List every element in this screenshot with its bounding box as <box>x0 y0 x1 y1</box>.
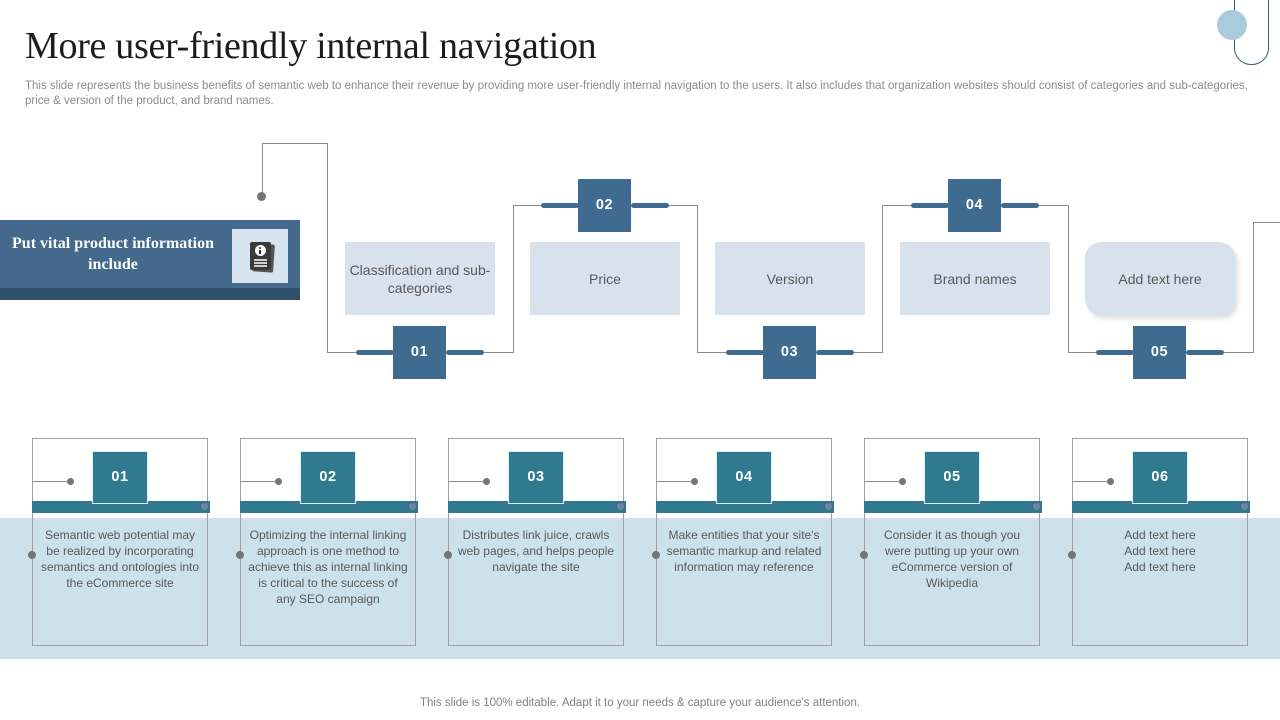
flow-box-brand-names: Brand names <box>900 242 1050 315</box>
connector-line <box>882 205 883 353</box>
decorative-circle <box>1217 10 1247 40</box>
detail-column-1: 01 Semantic web potential may be realize… <box>28 438 210 646</box>
connector-line <box>513 205 514 353</box>
flow-number-badge: 03 <box>763 326 816 379</box>
detail-text: Make entities that your site's semantic … <box>666 528 822 574</box>
detail-text: Semantic web potential may be realized b… <box>40 528 200 590</box>
badge-bar <box>911 203 949 208</box>
detail-number-badge: 04 <box>716 451 772 504</box>
detail-column-2: 02 Optimizing the internal linking appro… <box>236 438 418 646</box>
connector-line <box>697 205 698 353</box>
connector-line <box>1253 222 1254 353</box>
badge-bar <box>631 203 669 208</box>
detail-column-5: 05 Consider it as though you were puttin… <box>860 438 1042 646</box>
badge-bar <box>1096 350 1134 355</box>
detail-column-4: 04 Make entities that your site's semant… <box>652 438 834 646</box>
editable-note: This slide is 100% editable. Adapt it to… <box>419 697 861 709</box>
connector-line <box>262 143 263 197</box>
column-divider-bar <box>32 501 210 513</box>
detail-text: Optimizing the internal linking approach… <box>248 528 408 606</box>
bar-end-dot <box>201 503 208 510</box>
badge-pointer-dot <box>483 478 490 485</box>
detail-text-placeholder: Add text here Add text here Add text her… <box>1124 528 1196 574</box>
bar-end-dot <box>1241 503 1248 510</box>
info-document-icon <box>249 242 275 273</box>
connector-line <box>1253 222 1280 223</box>
badge-pointer-dot <box>67 478 74 485</box>
slide-description: This slide represents the business benef… <box>25 80 1248 107</box>
badge-bar <box>1186 350 1224 355</box>
column-divider-bar <box>240 501 418 513</box>
detail-number-badge: 02 <box>300 451 356 504</box>
detail-text: Consider it as though you were putting u… <box>883 528 1021 590</box>
badge-pointer-dot <box>899 478 906 485</box>
flow-number-badge: 01 <box>393 326 446 379</box>
badge-pointer-line <box>1073 481 1110 482</box>
badge-bar <box>1001 203 1039 208</box>
badge-pointer-dot <box>691 478 698 485</box>
flow-number-badge: 04 <box>948 179 1001 232</box>
bar-end-dot <box>409 503 416 510</box>
detail-number-badge: 05 <box>924 451 980 504</box>
badge-pointer-line <box>241 481 278 482</box>
badge-bar <box>816 350 854 355</box>
flow-number-badge: 02 <box>578 179 631 232</box>
text-anchor-dot <box>860 551 868 559</box>
document-text-line <box>253 262 267 264</box>
badge-pointer-line <box>865 481 902 482</box>
text-anchor-dot <box>444 551 452 559</box>
badge-pointer-dot <box>275 478 282 485</box>
connector-line <box>1068 205 1069 353</box>
text-anchor-dot <box>28 551 36 559</box>
column-divider-bar <box>1072 501 1250 513</box>
column-divider-bar <box>656 501 834 513</box>
connector-line <box>262 143 328 144</box>
text-anchor-dot <box>1068 551 1076 559</box>
badge-bar <box>726 350 764 355</box>
badge-pointer-dot <box>1107 478 1114 485</box>
bar-end-dot <box>617 503 624 510</box>
detail-column-3: 03 Distributes link juice, crawls web pa… <box>444 438 626 646</box>
detail-number-badge: 01 <box>92 451 148 504</box>
badge-pointer-line <box>657 481 694 482</box>
badge-bar <box>356 350 394 355</box>
flow-box-classification: Classification and sub-categories <box>345 242 495 315</box>
document-text-line <box>253 265 267 267</box>
badge-bar <box>541 203 579 208</box>
detail-band-background <box>0 518 1280 659</box>
flow-box-add-text-placeholder: Add text here <box>1085 242 1235 315</box>
text-anchor-dot <box>236 551 244 559</box>
flow-box-price: Price <box>530 242 680 315</box>
bar-end-dot <box>1033 503 1040 510</box>
detail-text: Distributes link juice, crawls web pages… <box>457 528 615 574</box>
info-icon <box>254 245 266 256</box>
connector-line <box>327 143 328 353</box>
detail-number-badge: 06 <box>1132 451 1188 504</box>
flow-number-badge: 05 <box>1133 326 1186 379</box>
badge-bar <box>446 350 484 355</box>
page-title: More user-friendly internal navigation <box>25 25 597 67</box>
column-divider-bar <box>864 501 1042 513</box>
document-text-line <box>253 259 267 261</box>
column-divider-bar <box>448 501 626 513</box>
bar-end-dot <box>825 503 832 510</box>
flow-box-version: Version <box>715 242 865 315</box>
vital-product-banner: Put vital product information include <box>0 220 300 300</box>
banner-icon-box <box>232 229 288 283</box>
text-anchor-dot <box>652 551 660 559</box>
detail-number-badge: 03 <box>508 451 564 504</box>
detail-column-6: 06 Add text here Add text here Add text … <box>1068 438 1250 646</box>
connector-start-dot <box>257 192 266 201</box>
badge-pointer-line <box>33 481 70 482</box>
badge-pointer-line <box>449 481 486 482</box>
banner-label: Put vital product information include <box>12 235 214 273</box>
